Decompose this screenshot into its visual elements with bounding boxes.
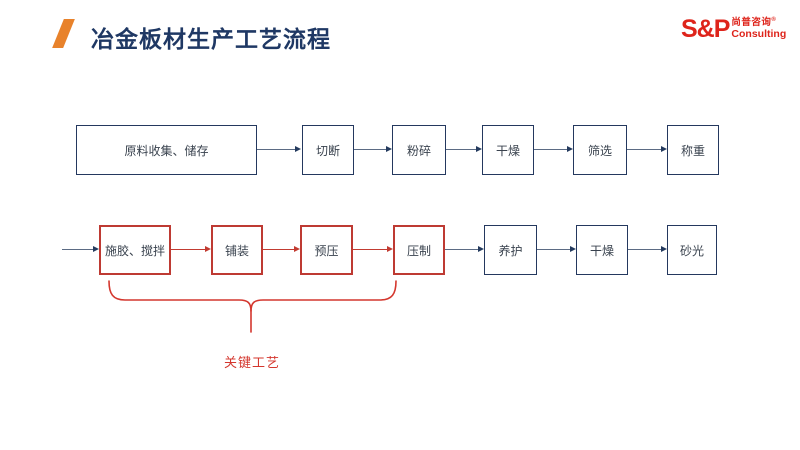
flow-box-label: 干燥 — [495, 143, 520, 158]
flow-arrow — [445, 246, 484, 252]
flow-arrow-incoming — [62, 246, 99, 252]
logo-main-text: S&P — [681, 14, 730, 43]
flow-box-weighing: 称重 — [667, 125, 719, 175]
key-process-brace-icon — [108, 280, 397, 333]
flow-arrow-red — [353, 246, 393, 252]
logo-cn-name: 尚普咨询® — [731, 17, 786, 28]
flow-box-pressing: 压制 — [393, 225, 445, 275]
flow-box-label: 砂光 — [679, 243, 704, 258]
flow-box-label: 压制 — [406, 243, 431, 258]
flow-box-drying: 干燥 — [482, 125, 534, 175]
logo-cn-text: 尚普咨询 — [731, 17, 772, 29]
company-logo: S&P 尚普咨询® Consulting — [681, 14, 786, 43]
flow-box-label: 施胶、搅拌 — [104, 243, 165, 258]
key-process-label: 关键工艺 — [223, 355, 280, 370]
flow-box-sanding: 砂光 — [667, 225, 717, 275]
flow-box-pre-pressing: 预压 — [300, 225, 353, 275]
flow-box-curing: 养护 — [484, 225, 537, 275]
flow-arrow-red — [263, 246, 300, 252]
title-slash-icon — [52, 19, 75, 48]
flow-box-label: 预压 — [314, 243, 339, 258]
flow-box-gluing-mixing: 施胶、搅拌 — [99, 225, 171, 275]
flow-arrow — [627, 146, 667, 152]
flow-arrow — [534, 146, 573, 152]
flow-box-label: 切断 — [315, 143, 340, 158]
flow-box-paving: 铺装 — [211, 225, 263, 275]
logo-sub-text: Consulting — [731, 27, 787, 40]
flow-arrow-red — [171, 246, 211, 252]
flow-arrow — [446, 146, 482, 152]
flow-arrow — [257, 146, 301, 152]
flow-arrow — [628, 246, 667, 252]
page-title: 冶金板材生产工艺流程 — [91, 26, 331, 52]
flow-box-screening: 筛选 — [573, 125, 627, 175]
flow-box-label: 粉碎 — [406, 143, 431, 158]
flow-arrow — [537, 246, 576, 252]
flow-box-cutting: 切断 — [302, 125, 354, 175]
logo-registered-mark: ® — [771, 17, 777, 23]
flow-box-label: 铺装 — [224, 243, 249, 258]
flow-box-label: 养护 — [498, 243, 523, 258]
flow-box-drying-2: 干燥 — [576, 225, 628, 275]
flow-box-label: 筛选 — [587, 143, 612, 158]
flow-box-crushing: 粉碎 — [392, 125, 446, 175]
logo-side: 尚普咨询® Consulting — [731, 17, 786, 39]
flow-box-raw-material-collection-storage: 原料收集、储存 — [76, 125, 257, 175]
flow-arrow — [354, 146, 392, 152]
flow-box-label: 干燥 — [589, 243, 614, 258]
flow-box-label: 称重 — [680, 143, 705, 158]
flow-box-label: 原料收集、储存 — [124, 143, 209, 158]
